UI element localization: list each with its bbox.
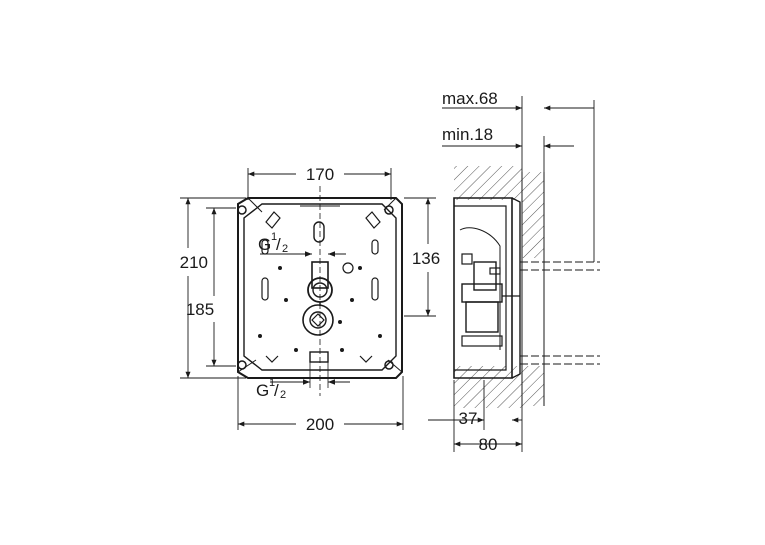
mounting-hole-icon <box>237 205 247 215</box>
side-view <box>453 166 600 408</box>
mounting-hole-icon <box>237 360 247 370</box>
housing-outline <box>237 197 403 379</box>
valve-side <box>473 261 497 291</box>
svg-text:2: 2 <box>282 243 288 255</box>
svg-text:2: 2 <box>280 389 286 401</box>
dim-left-outer-height: 210 <box>180 253 208 272</box>
dim-bottom-width: 200 <box>306 415 334 434</box>
svg-text:/: / <box>274 381 279 400</box>
mounting-hole-icon <box>384 360 394 370</box>
front-dimensions <box>180 168 436 430</box>
valve-body <box>311 261 329 289</box>
svg-text:1: 1 <box>269 377 275 389</box>
dim-depth-small: 37 <box>459 409 478 428</box>
dim-depth-total: 80 <box>479 435 498 454</box>
outlet-fitting-icon <box>302 304 334 336</box>
svg-text:G: G <box>256 381 269 400</box>
dim-right-height: 136 <box>412 249 440 268</box>
dim-top-width: 170 <box>306 165 334 184</box>
svg-text:/: / <box>276 235 281 254</box>
front-view <box>237 186 403 396</box>
dim-left-inner-height: 185 <box>186 300 214 319</box>
svg-text:G: G <box>258 235 271 254</box>
svg-text:1: 1 <box>271 231 277 243</box>
wall-section <box>454 366 522 408</box>
thread-label-bottom: G 1 / 2 <box>256 377 286 401</box>
top-slot <box>313 221 325 243</box>
mounting-hole-icon <box>384 205 394 215</box>
housing-side <box>453 197 513 379</box>
thread-label-top: G 1 / 2 <box>258 231 288 255</box>
wall-section <box>454 166 522 200</box>
dim-max: max.68 <box>442 89 498 108</box>
mounting-plate <box>243 203 397 371</box>
dim-min: min.18 <box>442 125 493 144</box>
side-dimensions <box>428 96 595 452</box>
